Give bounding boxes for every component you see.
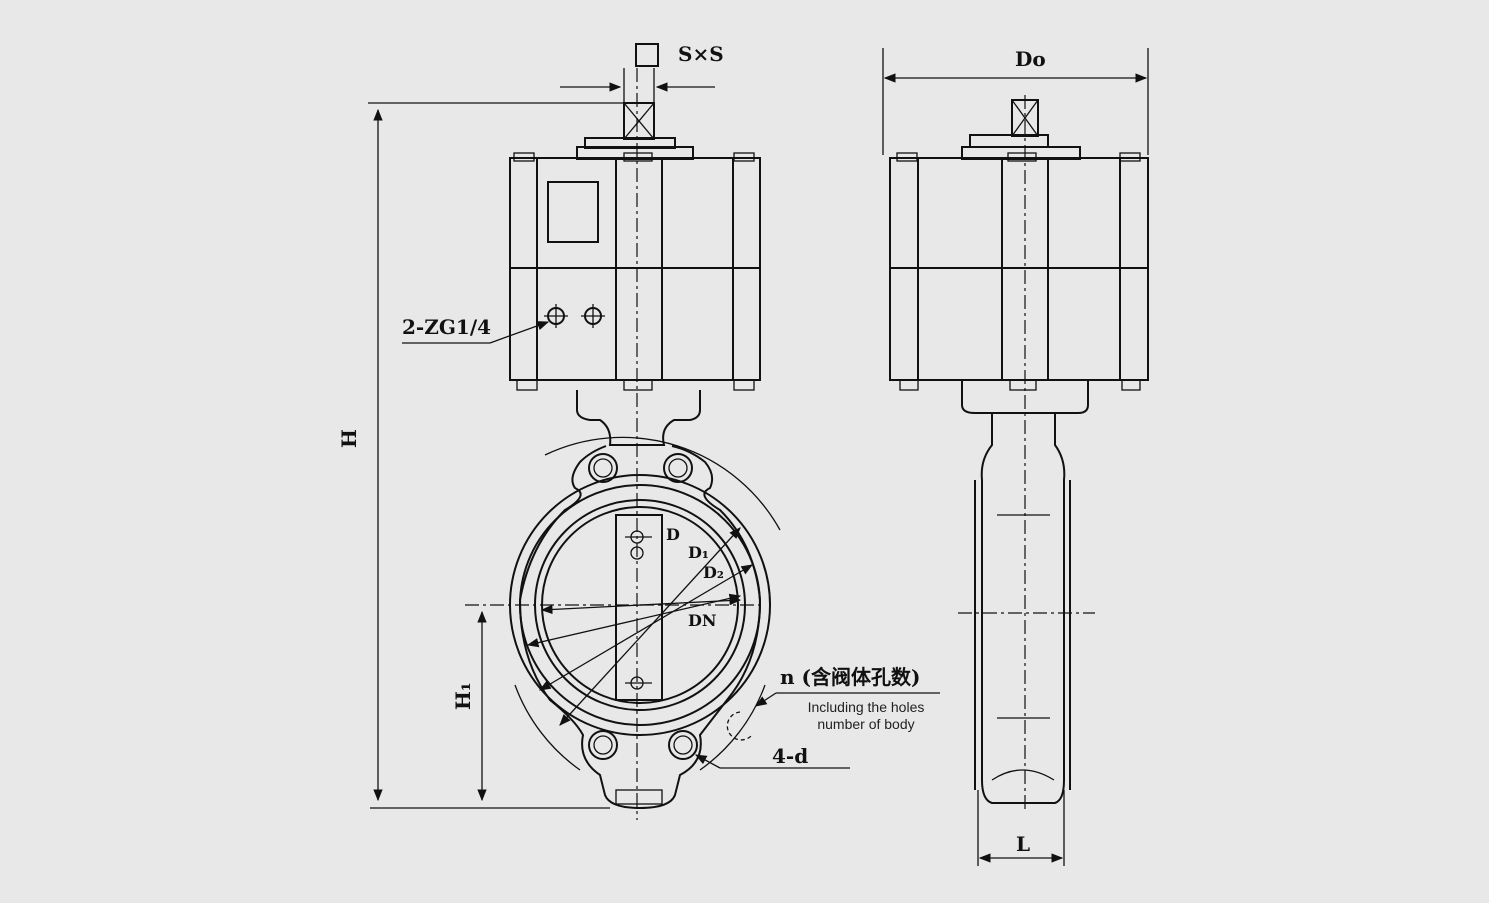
label-do: Do bbox=[1015, 47, 1046, 71]
label-4d: 4-d bbox=[772, 744, 808, 768]
label-l: L bbox=[1016, 832, 1030, 856]
label-d2: D₂ bbox=[703, 563, 724, 582]
label-h1: H₁ bbox=[451, 682, 475, 710]
bolt-holes bbox=[588, 453, 698, 760]
label-n: n (含阀体孔数) bbox=[780, 665, 920, 689]
label-zg: 2-ZG1/4 bbox=[402, 315, 491, 339]
square-symbol bbox=[635, 43, 659, 67]
label-sxs: S×S bbox=[678, 42, 724, 66]
label-dn: DN bbox=[688, 611, 717, 630]
front-view bbox=[368, 43, 940, 820]
label-d: D bbox=[666, 525, 680, 544]
label-d1: D₁ bbox=[688, 543, 709, 562]
side-view bbox=[882, 48, 1149, 866]
note-line-2: number of body bbox=[817, 716, 914, 732]
note-line-1: Including the holes bbox=[808, 699, 925, 715]
label-h: H bbox=[337, 429, 361, 448]
port-holes bbox=[544, 304, 605, 328]
